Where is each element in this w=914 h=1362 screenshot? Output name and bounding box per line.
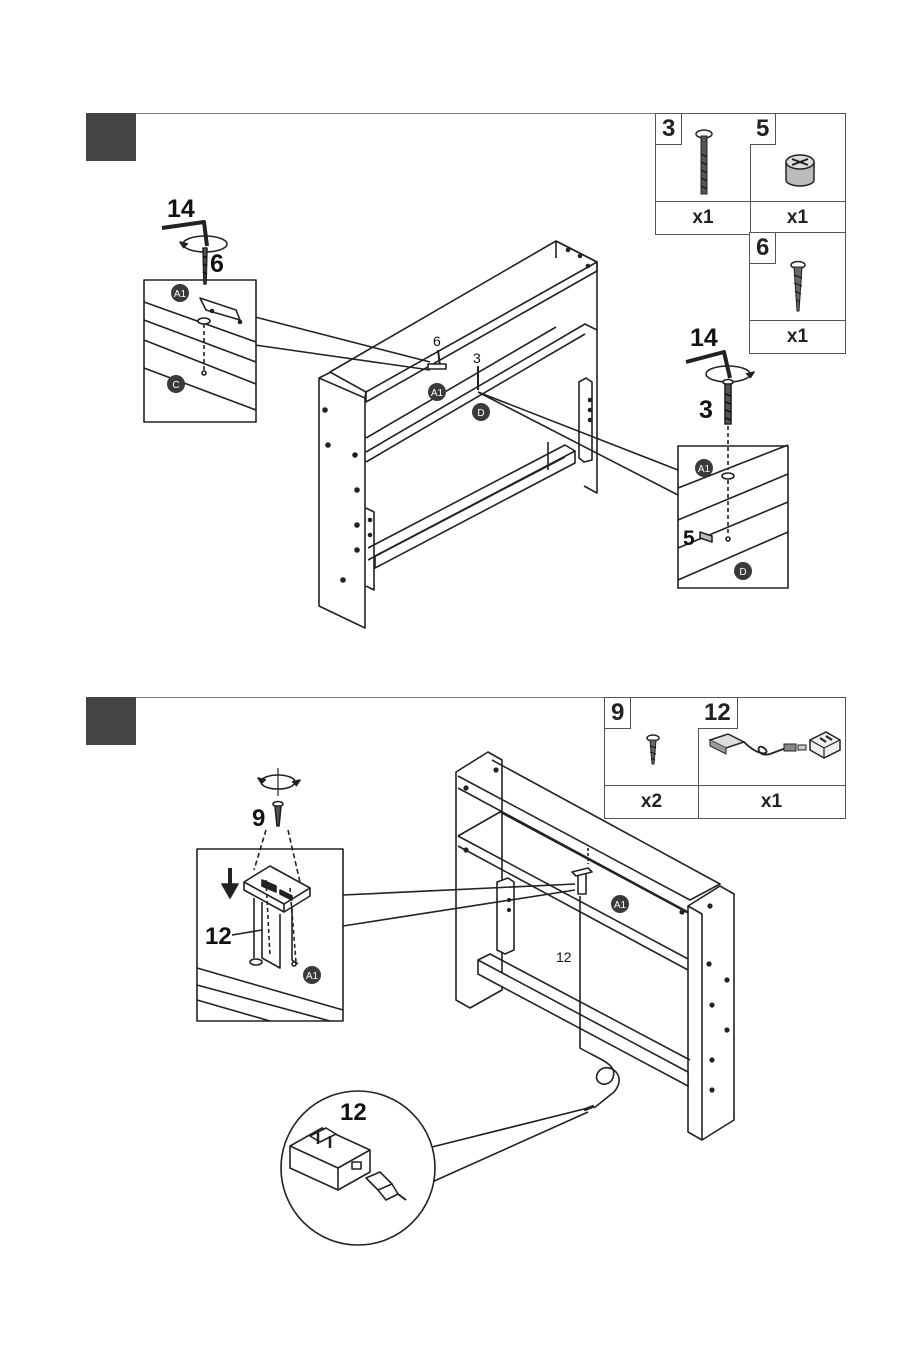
callout-module-step2: 12 xyxy=(205,923,232,950)
callout-screw-left: 6 xyxy=(210,250,224,278)
leader-right xyxy=(478,392,678,495)
callout-small-screw: 6 xyxy=(433,333,441,349)
badge-a1-left: A1 xyxy=(174,289,187,300)
detail-box-left xyxy=(144,280,256,422)
badge-a1-step2: A1 xyxy=(614,900,627,911)
badge-d-right: D xyxy=(739,567,746,578)
callout-tool-right: 14 xyxy=(690,324,718,352)
detail-box-right xyxy=(678,445,788,588)
step-2-frame xyxy=(456,752,734,1140)
step-1-frame xyxy=(319,241,597,628)
callout-adapter-step2: 12 xyxy=(340,1099,367,1126)
callout-screw-step2: 9 xyxy=(252,805,265,832)
callout-cam-right: 5 xyxy=(683,527,695,550)
callout-small-bolt: 3 xyxy=(473,350,481,366)
badge-a1-detail-step2: A1 xyxy=(306,971,319,982)
badge-a1-right: A1 xyxy=(698,464,711,475)
callout-bolt-right: 3 xyxy=(699,396,713,424)
badge-d-center: D xyxy=(477,408,484,419)
badge-a1-center: A1 xyxy=(431,388,444,399)
callout-cable-step2: 12 xyxy=(556,949,572,965)
callout-tool-left: 14 xyxy=(167,195,195,223)
badge-c: C xyxy=(172,380,179,391)
leader-adapter xyxy=(420,1108,588,1182)
